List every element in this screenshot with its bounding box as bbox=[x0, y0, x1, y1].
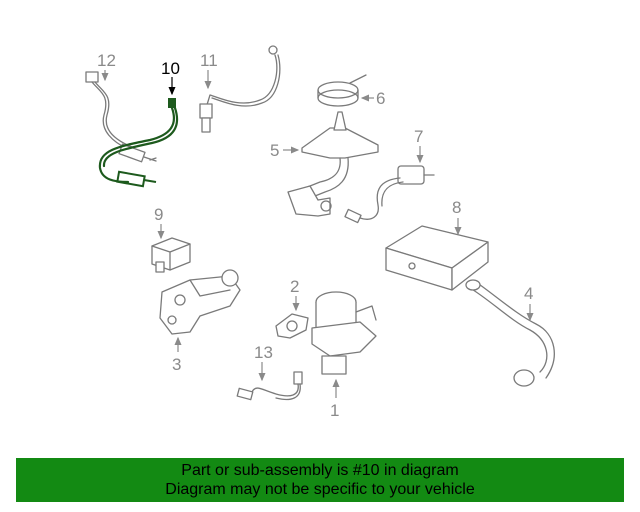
banner-line-1: Part or sub-assembly is #10 in diagram bbox=[181, 462, 459, 479]
callout-6: 6 bbox=[376, 89, 385, 108]
callout-1: 1 bbox=[330, 401, 339, 420]
banner-line-2: Diagram may not be specific to your vehi… bbox=[165, 481, 475, 498]
callout-5: 5 bbox=[270, 141, 279, 160]
callout-3: 3 bbox=[172, 355, 181, 374]
part-9-solenoid[interactable] bbox=[151, 237, 191, 273]
part-5-air-pipe[interactable] bbox=[287, 111, 379, 217]
callout-9: 9 bbox=[154, 205, 163, 224]
parts-diagram: 12 10 11 6 5 bbox=[85, 45, 555, 420]
callout-7: 7 bbox=[414, 127, 423, 146]
part-3-valve-assembly[interactable] bbox=[159, 269, 241, 335]
part-13-sensor[interactable] bbox=[236, 371, 303, 401]
part-11-oxygen-sensor[interactable] bbox=[199, 45, 281, 133]
callout-8: 8 bbox=[452, 198, 461, 217]
callout-4: 4 bbox=[524, 284, 533, 303]
info-banner: Part or sub-assembly is #10 in diagram D… bbox=[16, 458, 624, 502]
callout-13: 13 bbox=[254, 343, 273, 362]
callout-12: 12 bbox=[97, 51, 116, 70]
part-1-air-pump[interactable] bbox=[311, 291, 377, 375]
part-6-clamp[interactable] bbox=[317, 74, 367, 107]
part-12-oxygen-sensor[interactable] bbox=[85, 71, 157, 163]
callout-11: 11 bbox=[200, 51, 218, 70]
part-7-sensor[interactable] bbox=[344, 165, 435, 224]
part-10-oxygen-sensor[interactable] bbox=[98, 98, 179, 188]
part-8-control-module[interactable] bbox=[385, 225, 489, 291]
part-2-gasket[interactable] bbox=[275, 313, 309, 339]
part-4-hose[interactable] bbox=[465, 279, 555, 387]
callout-10: 10 bbox=[161, 59, 180, 78]
callout-2: 2 bbox=[290, 277, 299, 296]
